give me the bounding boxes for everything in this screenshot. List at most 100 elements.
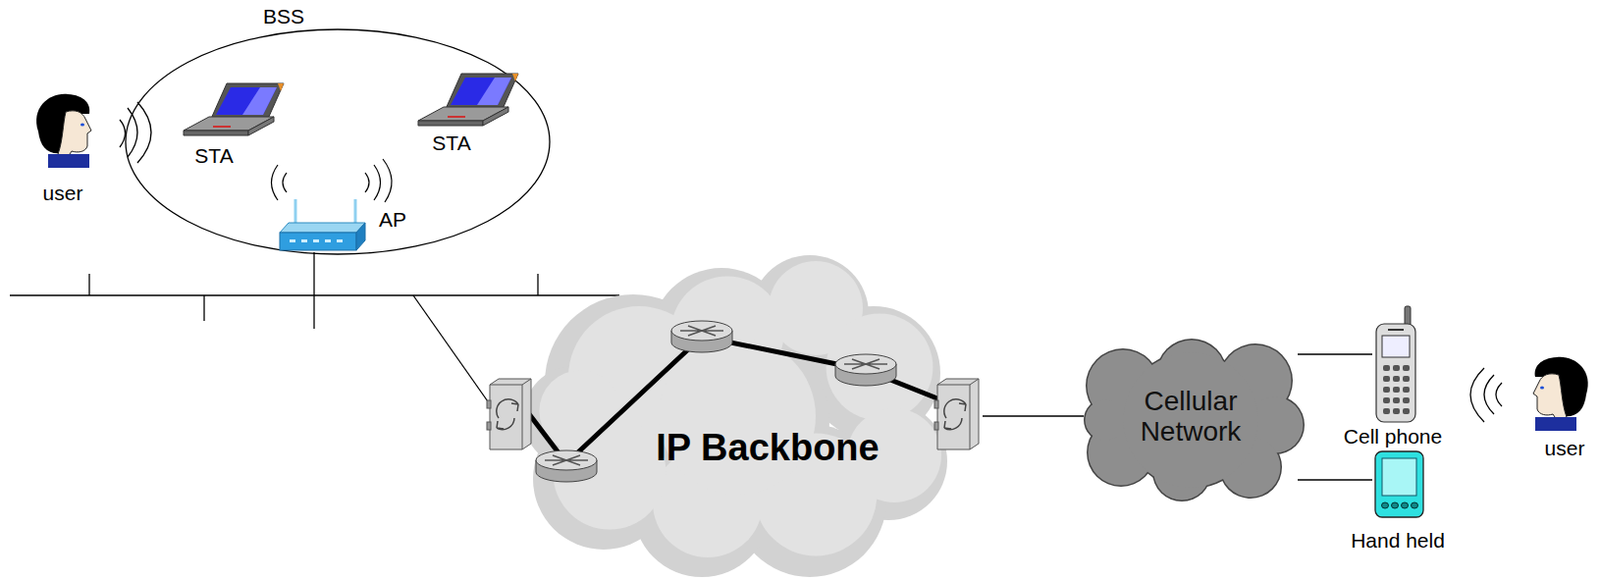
drawing-stroke (496, 399, 519, 430)
drawing-stroke (324, 239, 331, 243)
key (1383, 365, 1390, 372)
router-icon (535, 450, 597, 482)
drawing-stroke (544, 455, 588, 466)
key (1402, 408, 1410, 415)
drawing-stroke (1375, 451, 1424, 518)
drawing-stroke (512, 73, 519, 82)
cloud-puff (658, 337, 816, 495)
key (1402, 375, 1410, 382)
key (1392, 408, 1400, 415)
drawing-stroke (489, 378, 532, 450)
drawing-stroke (934, 422, 939, 430)
gateway-icon (486, 378, 532, 450)
drawing-stroke (489, 378, 532, 450)
gateway-icon (934, 378, 979, 450)
access-point: AP (265, 171, 374, 253)
node-label: Cell phone (1343, 425, 1442, 448)
drawing-stroke (1391, 502, 1399, 509)
radio-waves (271, 159, 393, 203)
drawing-stroke (477, 77, 512, 106)
drawing-stroke (835, 354, 897, 374)
key (1383, 375, 1390, 382)
router-icon (835, 354, 897, 386)
drawing-stroke (937, 378, 979, 450)
handheld-device: Hand held (1372, 448, 1427, 521)
bss-ellipse-graphic (124, 28, 551, 256)
laptop-screen (450, 77, 512, 106)
drawing-stroke (1387, 328, 1404, 331)
drawing-stroke (211, 83, 284, 119)
node-label: BSS (263, 4, 305, 28)
drawing-stroke (336, 239, 343, 243)
backbone-cloud-graphic (485, 255, 983, 579)
laptop-screen (215, 87, 277, 115)
antenna (294, 199, 298, 225)
drawing-stroke (486, 400, 491, 409)
drawing-stroke (213, 125, 231, 128)
drawing-stroke (183, 130, 249, 136)
cell-phone-graphic (1372, 306, 1419, 423)
figure-label: user (43, 181, 84, 205)
key (1402, 386, 1410, 393)
station-laptop: STA (418, 71, 521, 125)
drawing-stroke (356, 222, 366, 251)
key (1392, 365, 1400, 372)
key (1402, 365, 1410, 372)
drawing-stroke (1376, 323, 1416, 423)
drawing-stroke (486, 422, 491, 430)
network-link (1297, 353, 1373, 355)
drawing-stroke (844, 359, 888, 370)
backbone-cloud: IP Backbone (485, 255, 983, 579)
station-laptop-graphic (418, 71, 521, 125)
drawing-stroke (482, 106, 509, 126)
drawing-stroke (937, 378, 979, 450)
drawing-stroke (277, 83, 284, 92)
network-link (982, 415, 1084, 417)
cellular-cloud: Cellular Network (1083, 336, 1298, 500)
drawing-stroke (248, 116, 274, 136)
drawing-stroke (680, 325, 724, 336)
user-figure (1533, 357, 1589, 431)
drawing-stroke (447, 115, 466, 118)
user-figure (36, 94, 92, 168)
cloud-puff (1085, 400, 1126, 441)
drawing-stroke (445, 73, 519, 109)
drawing-stroke (1411, 502, 1419, 509)
drawing-stroke (1382, 502, 1389, 509)
drawing-stroke (301, 239, 308, 243)
cloud-puff (826, 314, 934, 422)
key (1383, 408, 1390, 415)
antenna (354, 199, 358, 225)
figure-label: user (1545, 436, 1586, 460)
drawing-stroke (279, 222, 366, 233)
access-point-graphic (265, 171, 374, 253)
node-label: AP (378, 208, 407, 231)
drawing-stroke (944, 399, 966, 430)
handheld-device-graphic (1372, 448, 1427, 521)
key (1392, 386, 1400, 393)
key (1383, 386, 1390, 393)
router-icon (671, 320, 733, 353)
cell-phone: Cell phone (1372, 306, 1419, 423)
node-label: STA (194, 144, 233, 167)
station-laptop: STA (183, 81, 286, 138)
network-link (1297, 479, 1373, 480)
drawing-stroke (279, 232, 357, 251)
node-label: IP Backbone (655, 427, 879, 470)
drawing-stroke (934, 400, 939, 409)
key (1392, 397, 1400, 404)
bss-ellipse: BSSSTASTAAP (124, 28, 551, 256)
drawing-stroke (242, 87, 277, 115)
drawing-stroke (289, 239, 296, 243)
key (1383, 397, 1390, 404)
drawing-stroke (1382, 458, 1417, 496)
drawing-stroke (1382, 335, 1410, 358)
drawing-stroke (671, 320, 733, 341)
node-label: Cellular Network (1117, 386, 1265, 448)
drawing-stroke (535, 450, 597, 471)
key (1402, 397, 1410, 404)
key (1392, 375, 1400, 382)
node-label: STA (431, 131, 471, 155)
drawing-stroke (1401, 502, 1409, 509)
